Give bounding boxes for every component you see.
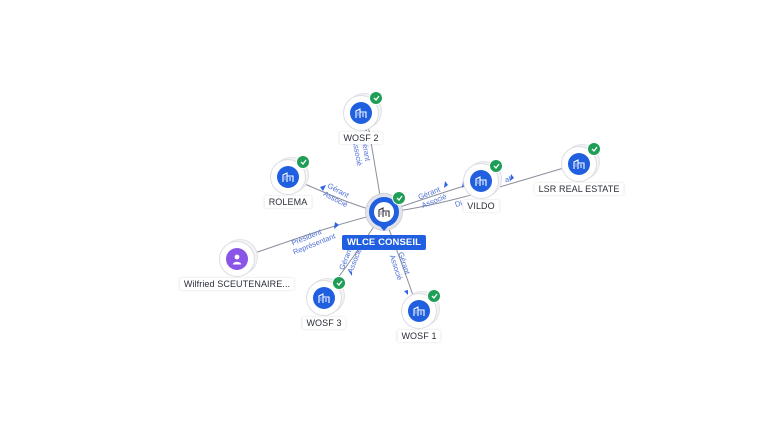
edge-label-lsr-role2: al	[504, 174, 512, 184]
node-label: LSR REAL ESTATE	[534, 183, 624, 195]
node-label: WOSF 2	[339, 132, 383, 144]
node-bubble	[562, 142, 601, 181]
building-icon	[313, 287, 335, 309]
node-label: VILDO	[463, 200, 499, 212]
check-icon	[392, 191, 406, 205]
pin-tail	[378, 224, 390, 231]
node-bubble	[402, 289, 441, 328]
person-icon	[226, 248, 248, 270]
building-icon	[470, 170, 492, 192]
map-pin-icon	[369, 197, 399, 227]
check-icon	[296, 155, 310, 169]
building-icon	[568, 153, 590, 175]
arrow-vildo-1	[444, 181, 448, 188]
node-bubble	[220, 242, 254, 276]
node-label: WLCE CONSEIL	[341, 235, 427, 250]
node-bubble	[464, 159, 503, 198]
building-icon	[350, 102, 372, 124]
building-icon	[277, 166, 299, 188]
check-icon	[369, 91, 383, 105]
arrow-wosf3	[348, 270, 352, 276]
check-icon	[587, 142, 601, 156]
node-bubble	[307, 276, 346, 315]
arrow-wosf1	[404, 290, 408, 295]
check-icon	[489, 159, 503, 173]
check-icon	[332, 276, 346, 290]
node-label: WOSF 1	[397, 330, 441, 342]
node-label: WOSF 3	[302, 317, 346, 329]
node-bubble	[271, 155, 310, 194]
arrow-rolema	[320, 185, 326, 191]
edge-label-lsr-role1: Di	[454, 198, 464, 209]
edge-label-wosf2-role2: Associé	[351, 139, 364, 166]
node-bubble	[344, 91, 383, 130]
check-icon	[427, 289, 441, 303]
building-icon	[374, 202, 394, 222]
node-label: ROLEMA	[264, 196, 312, 208]
arrow-wilfried	[334, 222, 339, 229]
node-bubble	[366, 191, 406, 231]
building-icon	[408, 300, 430, 322]
arrow-lsr	[510, 174, 514, 181]
node-label: Wilfried SCEUTENAIRE...	[179, 278, 295, 290]
